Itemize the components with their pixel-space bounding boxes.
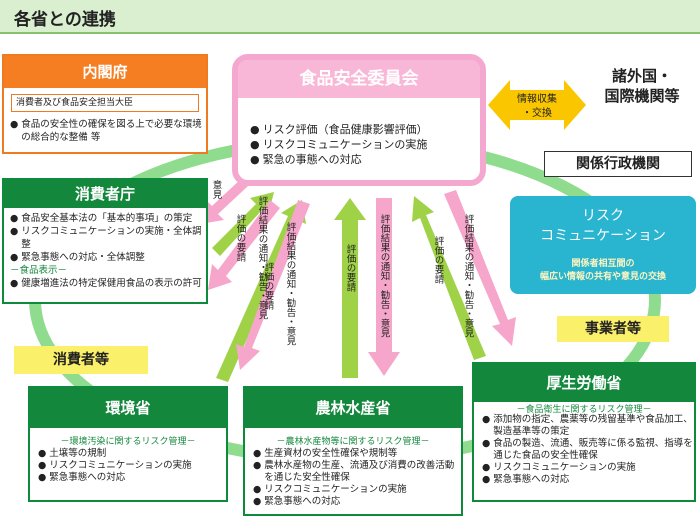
foreign-countries-label: 諸外国・ 国際機関等: [604, 67, 680, 105]
bullet-icon: ●: [482, 474, 491, 485]
list-item: ●リスクコミュニケーションの実施: [482, 462, 636, 473]
request-arrow-from-maff: [334, 198, 366, 378]
bullet-icon: ●: [10, 252, 19, 263]
results-label-maff: 評価結果の通知・勧告・意見: [379, 213, 391, 338]
exchange-label: 情報収集 ・交換: [517, 94, 557, 119]
maff-title: 農林水産省: [245, 388, 461, 428]
consumer-affairs-agency-box: 消費者庁 ●食品安全基本法の「基本的事項」の策定 ●リスクコミュニケーションの実…: [2, 178, 208, 304]
cabinet-office-box: 内閣府 消費者及び食品安全担当大臣 ●食品の安全性の確保を図る上で必要な環境の総…: [2, 54, 208, 154]
list-item: ●土壌等の規制: [38, 448, 107, 459]
request-arrow-from-consumer-agency: [212, 192, 274, 256]
bullet-icon: ●: [253, 496, 262, 507]
food-labeling-heading: －食品表示－: [10, 265, 68, 276]
results-arrow-to-env: [236, 200, 310, 370]
list-item: ●食品の製造、流通、販売等に係る監視、指導を通じた食品の安全性確保: [482, 438, 693, 461]
ministry-of-environment-box: 環境省 －環境汚染に関するリスク管理－ ●土壌等の規制 ●リスクコミュニケーショ…: [28, 386, 228, 502]
results-label-mhlw: 評価結果の通知・勧告・意見: [463, 213, 475, 338]
list-item: ●リスクコミュニケーションの実施: [38, 460, 192, 471]
consumers-label: 消費者等: [14, 346, 148, 374]
maff-box: 農林水産省 －農林水産物等に関するリスク管理－ ●生産資材の安全性確保や規制等 …: [243, 386, 463, 516]
bullet-icon: ●: [10, 213, 19, 224]
opinion-arrow-to-consumer-agency: [200, 176, 248, 224]
double-arrow-icon: [488, 80, 586, 130]
related-agencies-label: 関係行政機関: [544, 151, 692, 177]
request-label-mhlw: 評価の要請: [433, 235, 445, 284]
list-item: ●リスクコミュニケーションの実施: [253, 484, 407, 495]
food-safety-commission-box: 食品安全委員会 ●リスク評価（食品健康影響評価） ●リスクコミュニケーションの実…: [232, 54, 486, 186]
cabinet-office-title: 内閣府: [4, 56, 206, 88]
consumer-affairs-agency-title: 消費者庁: [4, 180, 206, 208]
results-arrow-to-mhlw: [444, 190, 516, 346]
list-item: ●農林水産物の生産、流通及び消費の改善活動を通じた安全性確保: [253, 460, 455, 483]
bullet-icon: ●: [482, 462, 491, 473]
page-title: 各省との連携: [14, 10, 116, 30]
request-label-env: 評価の要請: [263, 261, 275, 310]
request-label-consumer-agency: 評価の要請: [235, 213, 247, 262]
bullet-icon: ●: [482, 438, 491, 449]
list-item: ●リスクコミュニケーションの実施・全体調整: [10, 226, 202, 250]
minister-label: 消費者及び食品安全担当大臣: [11, 94, 199, 112]
mhlw-items: ●添加物の指定、農薬等の残留基準や食品加工、製造基準等の策定 ●食品の製造、流通…: [482, 414, 693, 486]
consumer-agency-items: ●食品安全基本法の「基本的事項」の策定 ●リスクコミュニケーションの実施・全体調…: [10, 212, 206, 290]
results-arrow-to-maff: [368, 198, 400, 376]
env-risk-heading: －環境汚染に関するリスク管理－: [60, 437, 196, 447]
risk-communication-title: リスク コミュニケーション: [540, 208, 666, 244]
bullet-icon: ●: [250, 123, 260, 136]
exchange-arrow: [488, 80, 586, 130]
list-item: ●添加物の指定、農薬等の残留基準や食品加工、製造基準等の策定: [482, 414, 693, 437]
list-item: ●リスク評価（食品健康影響評価）: [250, 123, 428, 136]
cabinet-office-items: ●食品の安全性の確保を図る上で必要な環境の総合的な整備 等: [10, 118, 206, 144]
bullet-icon: ●: [38, 472, 47, 483]
list-item: ●緊急事態への対応: [253, 496, 341, 507]
bullet-icon: ●: [38, 460, 47, 471]
bullet-icon: ●: [253, 448, 262, 459]
list-item: ●緊急の事態への対応: [250, 153, 362, 166]
list-item: ●生産資材の安全性確保や規制等: [253, 448, 398, 459]
list-item: ●健康増進法の特定保健用食品の表示の許可: [10, 278, 202, 289]
list-item: ●リスクコミュニケーションの実施: [250, 138, 428, 151]
bullet-icon: ●: [38, 448, 47, 459]
request-label-maff: 評価の要請: [345, 243, 357, 292]
ministry-of-environment-title: 環境省: [30, 388, 226, 428]
results-arrow-to-consumer-agency: [208, 200, 280, 290]
list-item: ●緊急事態への対応: [482, 474, 570, 485]
bullet-icon: ●: [482, 414, 491, 425]
list-item: ●緊急事態への対応・全体調整: [10, 252, 145, 263]
list-item: ●食品安全基本法の「基本的事項」の策定: [10, 213, 193, 224]
food-safety-commission-title: 食品安全委員会: [238, 60, 480, 98]
opinion-label: 意見: [211, 179, 223, 200]
maff-risk-heading: －農林水産物等に関するリスク管理－: [276, 437, 430, 447]
header-bar: 各省との連携: [0, 0, 700, 34]
request-arrow-from-mhlw: [412, 196, 486, 360]
mhlw-title: 厚生労働省: [474, 364, 694, 402]
mhlw-box: 厚生労働省 －食品衛生に関するリスク管理－ ●添加物の指定、農薬等の残留基準や食…: [472, 362, 696, 502]
results-label-env: 評価結果の通知・勧告・意見: [285, 221, 297, 346]
bullet-icon: ●: [253, 460, 262, 471]
results-label-consumer-agency: 評価結果の通知・勧告・意見: [257, 195, 269, 320]
bullet-icon: ●: [250, 153, 260, 166]
bullet-icon: ●: [10, 119, 19, 130]
env-items: ●土壌等の規制 ●リスクコミュニケーションの実施 ●緊急事態への対応: [38, 448, 226, 484]
bullet-icon: ●: [250, 138, 260, 151]
business-operators-label: 事業者等: [557, 316, 669, 342]
risk-communication-box: リスク コミュニケーション 関係者相互間の 幅広い情報の共有や意見の交換: [510, 196, 696, 294]
bullet-icon: ●: [253, 484, 262, 495]
maff-items: ●生産資材の安全性確保や規制等 ●農林水産物の生産、流通及び消費の改善活動を通じ…: [253, 448, 460, 508]
fsc-items: ●リスク評価（食品健康影響評価） ●リスクコミュニケーションの実施 ●緊急の事態…: [250, 122, 480, 167]
list-item: ●緊急事態への対応: [38, 472, 126, 483]
bullet-icon: ●: [10, 278, 19, 289]
mhlw-risk-heading: －食品衛生に関するリスク管理－: [516, 405, 652, 415]
list-item: ●食品の安全性の確保を図る上で必要な環境の総合的な整備 等: [10, 119, 202, 143]
risk-communication-description: 関係者相互間の 幅広い情報の共有や意見の交換: [539, 259, 666, 282]
bullet-icon: ●: [10, 226, 19, 237]
